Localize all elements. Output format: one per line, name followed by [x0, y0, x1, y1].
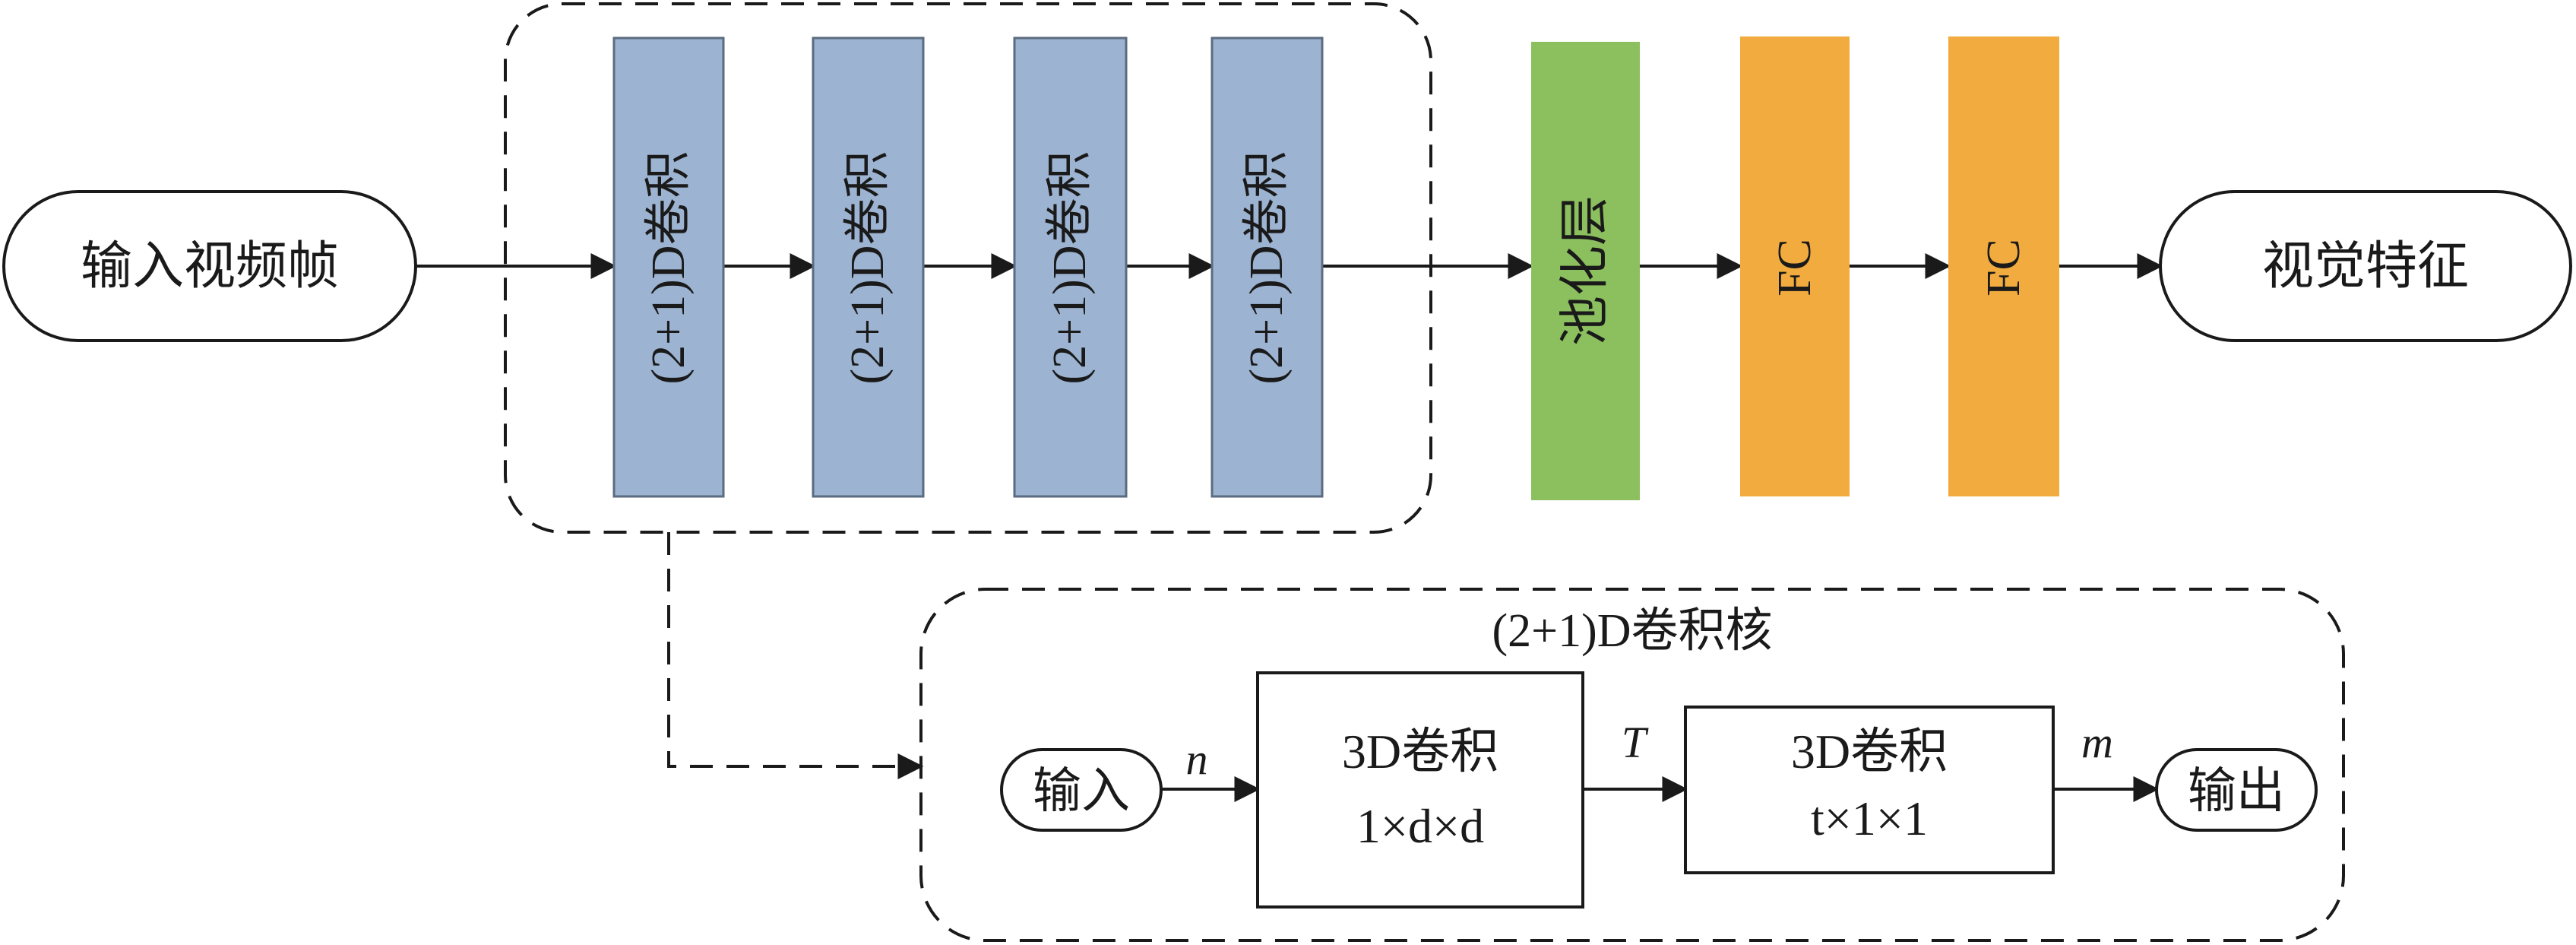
- pool-layer: 池化层: [1531, 42, 1640, 500]
- kernel-output-label: 输出: [2188, 764, 2285, 818]
- pool-layer-label: 池化层: [1558, 195, 1613, 346]
- kernel-conv2-size: t×1×1: [1811, 791, 1928, 845]
- kernel-input-label: 输入: [1033, 764, 1130, 818]
- kernel-conv1-size: 1×d×d: [1356, 799, 1484, 853]
- conv-group-dashed-box: [504, 2, 1432, 534]
- conv-block-1-label: (2+1)D卷积: [643, 151, 695, 384]
- edge-label-n: n: [1186, 734, 1208, 784]
- edge-label-m: m: [2081, 718, 2113, 767]
- input-frames-node: [2, 190, 417, 342]
- conv-block-2-label: (2+1)D卷积: [842, 151, 894, 384]
- conv-block-4: (2+1)D卷积: [1210, 36, 1324, 498]
- conv-block-3-label: (2+1)D卷积: [1044, 151, 1096, 384]
- kernel-title: (2+1)D卷积核: [1492, 605, 1772, 657]
- kernel-link-connector: [667, 532, 924, 779]
- conv-block-4-label: (2+1)D卷积: [1241, 151, 1293, 384]
- conv-block-3: (2+1)D卷积: [1013, 36, 1128, 498]
- input-frames-label: 输入视频帧: [81, 237, 339, 295]
- fc-layer-1-label: FC: [1769, 239, 1821, 297]
- fc-layer-2: FC: [1948, 36, 2059, 496]
- edge-label-T: T: [1622, 718, 1649, 767]
- output-feature-node: [2159, 190, 2572, 342]
- kernel-output-node: [2155, 748, 2318, 832]
- conv-block-2: (2+1)D卷积: [812, 36, 925, 498]
- conv-block-1: (2+1)D卷积: [612, 36, 725, 498]
- output-feature-label: 视觉特征: [2262, 237, 2469, 295]
- kernel-conv2-label: 3D卷积: [1791, 725, 1948, 779]
- kernel-conv2-box: [1684, 706, 2055, 874]
- fc-layer-2-label: FC: [1978, 239, 2030, 297]
- kernel-conv1-label: 3D卷积: [1342, 725, 1498, 779]
- fc-layer-1: FC: [1740, 36, 1850, 496]
- kernel-conv1-box: [1256, 671, 1584, 909]
